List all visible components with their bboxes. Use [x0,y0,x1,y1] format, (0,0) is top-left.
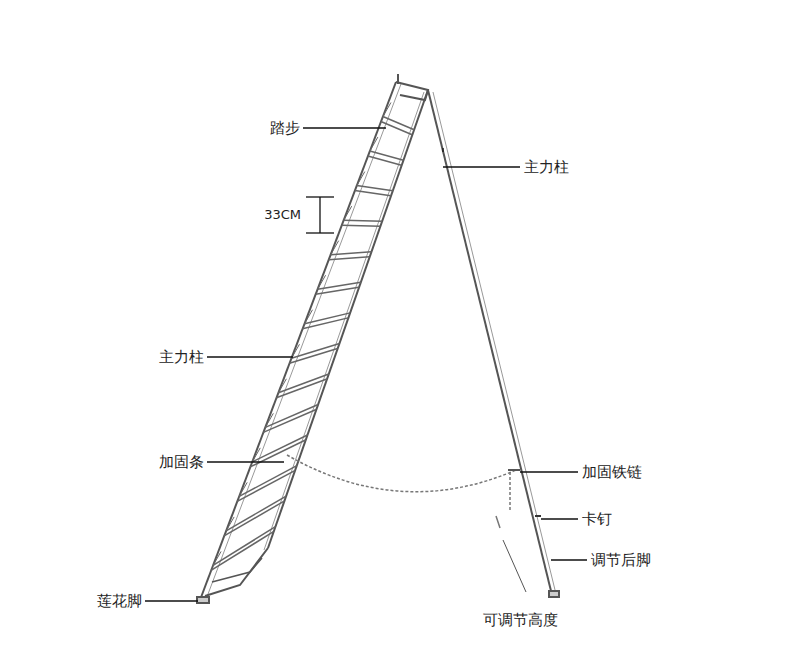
ladder-top-pin [397,74,399,84]
main-post-edge [264,92,424,550]
part-label: 加固条 [158,453,205,471]
part-label: 加固铁链 [581,463,643,481]
step-rung [383,117,414,130]
step-brace [318,275,326,289]
lotus-foot-pad [197,597,209,603]
step-rung [316,287,359,294]
step-rung [357,186,393,191]
reinforcing-chain [287,455,516,492]
clip-pin [535,515,541,517]
step-brace [357,172,365,186]
step-rung [278,374,328,393]
leader-line [145,600,198,601]
leader-line [541,518,578,519]
step-rung [291,343,339,358]
step-brace [226,517,234,531]
step-rung [368,156,402,165]
step-brace [213,551,221,565]
part-label: 莲花脚 [96,592,143,610]
part-label: 主力柱 [158,348,205,366]
step-rung [329,257,370,260]
leader-line [207,356,293,357]
leader-lines [145,128,587,601]
dimension-bracket [306,232,334,233]
part-label: 调节后脚 [590,551,652,569]
step-brace [265,413,273,427]
step-rung [250,440,305,467]
step-rung [265,404,318,427]
step-rung [344,220,382,221]
step-brace [331,241,339,255]
ladder-top [396,82,428,100]
leader-line [303,127,386,128]
step-rung [239,466,297,497]
part-label: 主力柱 [523,158,570,176]
part-label: 卡钉 [581,510,613,528]
rear-foot-pad [549,591,559,597]
step-brace [383,103,391,117]
main-post [200,82,396,600]
step-rung [289,348,337,363]
step-brace [344,206,352,220]
step-rung [224,501,284,536]
leader-line [551,559,587,560]
chain-clip [508,469,520,471]
step-brace [278,379,286,393]
step-brace [252,448,260,462]
leader-line [207,461,284,462]
step-rung [226,496,286,531]
step-rung [211,532,273,571]
step-rung [263,409,316,432]
step-brace [370,137,378,151]
step-rung [331,252,372,255]
step-rung [252,435,307,462]
leader-tick [442,148,443,152]
adjust-leader [503,540,526,592]
step-rungs [211,103,414,571]
main-post-edge [205,84,401,602]
step-rung [342,225,380,226]
part-label: 踏步 [269,119,301,137]
main-post [268,90,428,548]
dimension-bracket [319,197,320,233]
step-brace [291,344,299,358]
step-brace [305,310,313,324]
step-rung [276,379,326,398]
step-rung [213,527,275,566]
step-rung [355,191,391,196]
step-brace [239,482,247,496]
chain-end [509,472,511,510]
leader-line [443,166,520,167]
leader-line [520,471,578,472]
adjust-mark [496,516,500,528]
part-label: 可调节高度 [482,611,559,629]
ladder-drawing [197,74,559,603]
step-rung [370,151,404,160]
step-rung [303,318,349,329]
dimension-label: 33CM [263,207,302,223]
